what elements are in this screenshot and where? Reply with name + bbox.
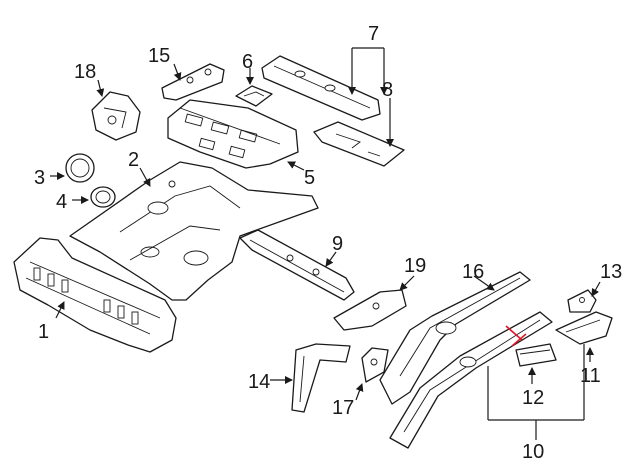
part-11-extension (555, 311, 613, 345)
callout-18: 18 (74, 61, 96, 83)
callout-5: 5 (304, 167, 315, 189)
callout-17: 17 (332, 397, 354, 419)
part-12-bracket (515, 343, 557, 367)
callout-7: 7 (368, 23, 379, 45)
part-18-housing (91, 91, 141, 141)
part-19-bracket (333, 289, 407, 331)
callout-12: 12 (522, 387, 544, 409)
part-3-grommet (65, 153, 95, 183)
callout-11: 11 (580, 365, 601, 387)
callout-3: 3 (34, 167, 45, 189)
leader-lines (50, 47, 601, 440)
part-1-rear-floor-pan (13, 237, 177, 353)
part-9-side-member (239, 229, 355, 301)
part-10-rear-rail (389, 311, 553, 449)
part-7-crossmember (261, 55, 381, 121)
callout-8: 8 (382, 79, 393, 101)
part-8-reinforcement (313, 121, 405, 167)
part-13-gusset (567, 289, 597, 313)
callout-15: 15 (148, 45, 170, 67)
part-17-bracket (361, 347, 389, 383)
callout-4: 4 (56, 191, 67, 213)
callout-16: 16 (462, 261, 484, 283)
callout-13: 13 (600, 261, 622, 283)
part-15-bracket (161, 63, 225, 101)
callout-14: 14 (248, 371, 270, 393)
part-5-floor-panel (167, 99, 299, 169)
callout-labels: 1 2 3 4 5 6 7 8 9 10 11 12 13 14 15 16 1… (34, 23, 622, 463)
part-4-plug (90, 186, 116, 208)
callout-10: 10 (522, 441, 544, 463)
callout-6: 6 (242, 51, 253, 73)
part-6-bracket (235, 85, 273, 107)
part-16-rear-rail (379, 271, 531, 405)
callout-19: 19 (404, 255, 426, 277)
callout-1: 1 (38, 321, 49, 343)
callout-2: 2 (128, 149, 139, 171)
part-2-rear-floor (69, 161, 319, 301)
callout-9: 9 (332, 233, 343, 255)
part-14-support (291, 343, 351, 413)
